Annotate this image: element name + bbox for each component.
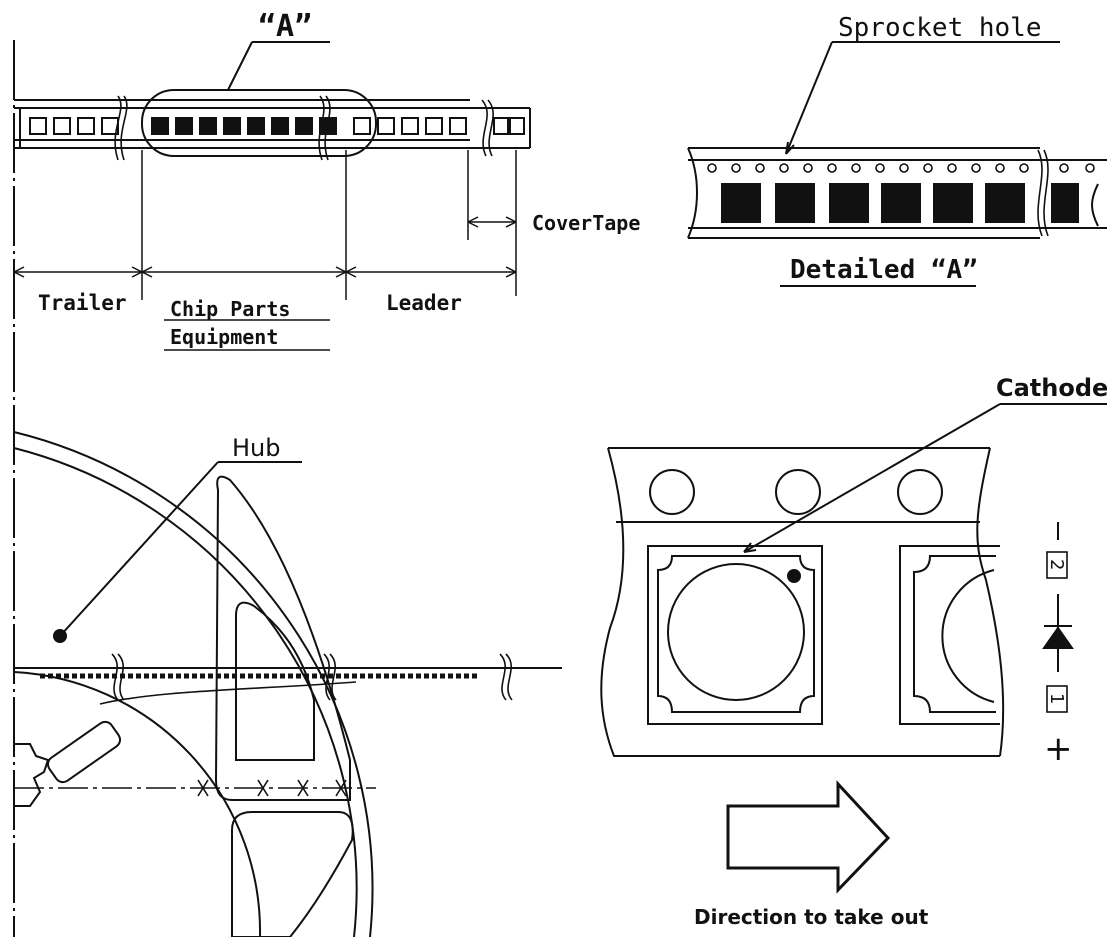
carrier-sprocket-2 (775, 469, 821, 515)
reel-inner-rim (13, 447, 358, 937)
detail-a-callout (141, 89, 377, 157)
pocket-2-lens (941, 569, 995, 703)
pin1-label: 1 (1046, 693, 1067, 704)
sprocket-arrow (785, 141, 795, 155)
carrier-sprocket-1 (649, 469, 695, 515)
sprocket-hole-label: Sprocket hole (838, 13, 1042, 43)
pin2-box (1046, 551, 1068, 579)
hub-leader (59, 461, 219, 637)
cathode-arrow (743, 542, 757, 553)
reel-outer-rim (13, 431, 374, 937)
trailer-label: Trailer (38, 291, 127, 315)
leader-pockets (353, 117, 525, 135)
cathode-mark-dot (787, 569, 801, 583)
cathode-label: Cathode (996, 374, 1107, 402)
hub-label: Hub (232, 434, 281, 462)
detail-a-leader (227, 41, 253, 91)
chip-parts-label: Chip Parts (170, 297, 290, 321)
spindle-keyway (14, 743, 50, 807)
detail-edge-curve (1091, 183, 1099, 227)
reel-break-3 (499, 653, 513, 701)
detailed-a-label: Detailed “A” (790, 255, 978, 285)
carrier-right-edge (976, 447, 1005, 757)
diode-symbol (1042, 522, 1074, 713)
detail-chips (721, 183, 1079, 223)
reel-hub-ring (13, 671, 262, 937)
pocket-2-led-body (913, 555, 996, 713)
plus-label: + (1044, 729, 1073, 769)
detailed-a-view (687, 41, 1107, 287)
reel-centre-marks (197, 779, 347, 797)
reel-break-1 (111, 653, 125, 701)
reel-window-2 (235, 601, 315, 761)
carrier-sprocket-3 (897, 469, 943, 515)
pocket-1-outer (647, 545, 823, 725)
break-mark-1 (114, 95, 128, 161)
break-mark-2 (318, 95, 331, 161)
pocket-1-led-body (657, 555, 815, 713)
sprocket-leader (785, 41, 833, 155)
pocket-2-outer (899, 545, 1000, 725)
cover-tape-label: CoverTape (532, 211, 640, 235)
section-dim-arrows (13, 266, 517, 278)
pocket-1-lens (667, 563, 805, 701)
reel-window-1 (214, 475, 351, 801)
direction-label: Direction to take out (694, 905, 929, 929)
detail-sprocket-holes (707, 163, 1095, 173)
cover-tape-arrows (467, 216, 517, 228)
cathode-leader (743, 403, 1001, 553)
detail-a-label: “A” (258, 9, 312, 44)
detail-right-break (1037, 149, 1049, 237)
detail-left-break (687, 147, 698, 239)
break-mark-3 (481, 99, 494, 157)
pin2-label: 2 (1046, 559, 1067, 570)
reel-window-3 (231, 811, 354, 937)
reel-tape-curve (99, 681, 357, 705)
detail-top-edges (688, 147, 1107, 161)
detail-bottom-edges (688, 227, 1107, 239)
hub-slot (46, 720, 122, 784)
diode-triangle (1042, 626, 1074, 649)
leader-label: Leader (386, 291, 462, 315)
reel-view (13, 431, 562, 937)
tape-strip (13, 40, 531, 937)
direction-arrow (726, 780, 891, 894)
equipment-label: Equipment (170, 325, 278, 349)
pin1-box (1046, 685, 1068, 713)
carrier-closeup (600, 403, 1107, 757)
chip-pockets (151, 117, 337, 135)
carrier-left-edge (600, 447, 1000, 757)
trailer-pockets (29, 117, 119, 135)
reel-break-2 (323, 653, 337, 701)
